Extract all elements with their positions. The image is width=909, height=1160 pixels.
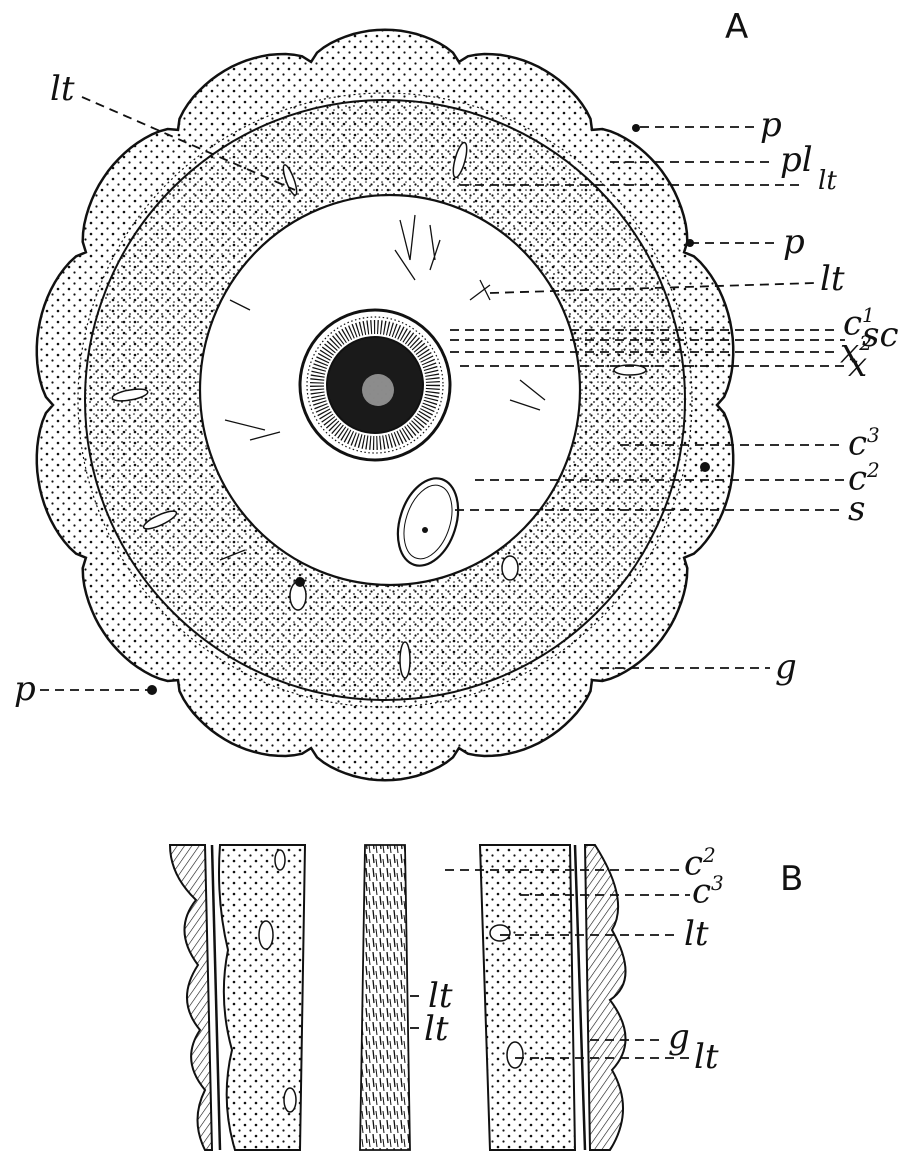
- label-x2-sup: 2: [859, 331, 872, 355]
- label-sc: sc: [862, 315, 899, 355]
- label-b-lt-mid-1: lt: [428, 976, 453, 1016]
- stele-radial-ring: [310, 320, 440, 450]
- pore-dots: [147, 124, 710, 695]
- secretory-sac: [396, 477, 460, 567]
- label-c1-sup: 1: [862, 303, 875, 327]
- panel-label-a: A: [725, 7, 749, 47]
- label-b-lt-mid-2: lt: [424, 1009, 449, 1049]
- spindle-marks: [111, 141, 647, 679]
- label-b-c3-letter: c: [692, 871, 712, 912]
- label-x: x: [848, 345, 868, 385]
- fibrous-marks: [219, 214, 546, 561]
- label-p-2: p: [783, 222, 805, 262]
- b-spindle-marks: [258, 849, 524, 1113]
- panel-b-longitudinal-section: [168, 844, 627, 1151]
- label-b-g: g: [668, 1017, 690, 1057]
- label-b-c3: c3: [692, 873, 724, 908]
- label-lt-top: lt: [50, 69, 75, 109]
- label-c2: c2: [848, 460, 880, 495]
- label-c1-letter: c: [843, 303, 863, 344]
- label-b-c3-sup: 3: [711, 871, 724, 895]
- label-lt-sub: lt: [818, 166, 837, 196]
- label-g: g: [775, 647, 797, 687]
- label-b-c2: c2: [684, 845, 716, 880]
- right-periderm: [583, 844, 627, 1151]
- label-s: s: [848, 489, 866, 529]
- left-cortex-column: [218, 844, 307, 1151]
- central-fibrous-column: [359, 844, 411, 1151]
- label-c2-sup: 2: [867, 458, 880, 482]
- leader-lines-b: [410, 869, 690, 1059]
- label-c2-letter: c: [848, 458, 868, 499]
- label-lt-2: lt: [820, 259, 845, 299]
- panel-label-b: B: [780, 859, 804, 899]
- cortex-band-hairline: [77, 92, 693, 708]
- leader-lines-a: [40, 96, 845, 691]
- label-b-lt-2: lt: [694, 1037, 719, 1077]
- panel-a-cross-section: [35, 28, 735, 782]
- label-p-1: p: [760, 105, 782, 145]
- label-b-lt-1: lt: [684, 914, 709, 954]
- left-periderm: [168, 844, 214, 1151]
- label-p-3: p: [14, 669, 36, 709]
- label-c3-sup: 3: [867, 423, 880, 447]
- label-c3-letter: c: [848, 423, 868, 464]
- label-b-c2-sup: 2: [703, 843, 716, 867]
- label-b-c2-letter: c: [684, 843, 704, 884]
- label-pl: pl: [780, 140, 813, 180]
- label-x2-letter: x: [840, 331, 860, 372]
- right-cortex-column: [478, 844, 577, 1151]
- label-x2: x2: [840, 333, 872, 368]
- label-c1: c1: [843, 305, 875, 340]
- stele-hatched-ring: [306, 316, 444, 454]
- label-c3: c3: [848, 425, 880, 460]
